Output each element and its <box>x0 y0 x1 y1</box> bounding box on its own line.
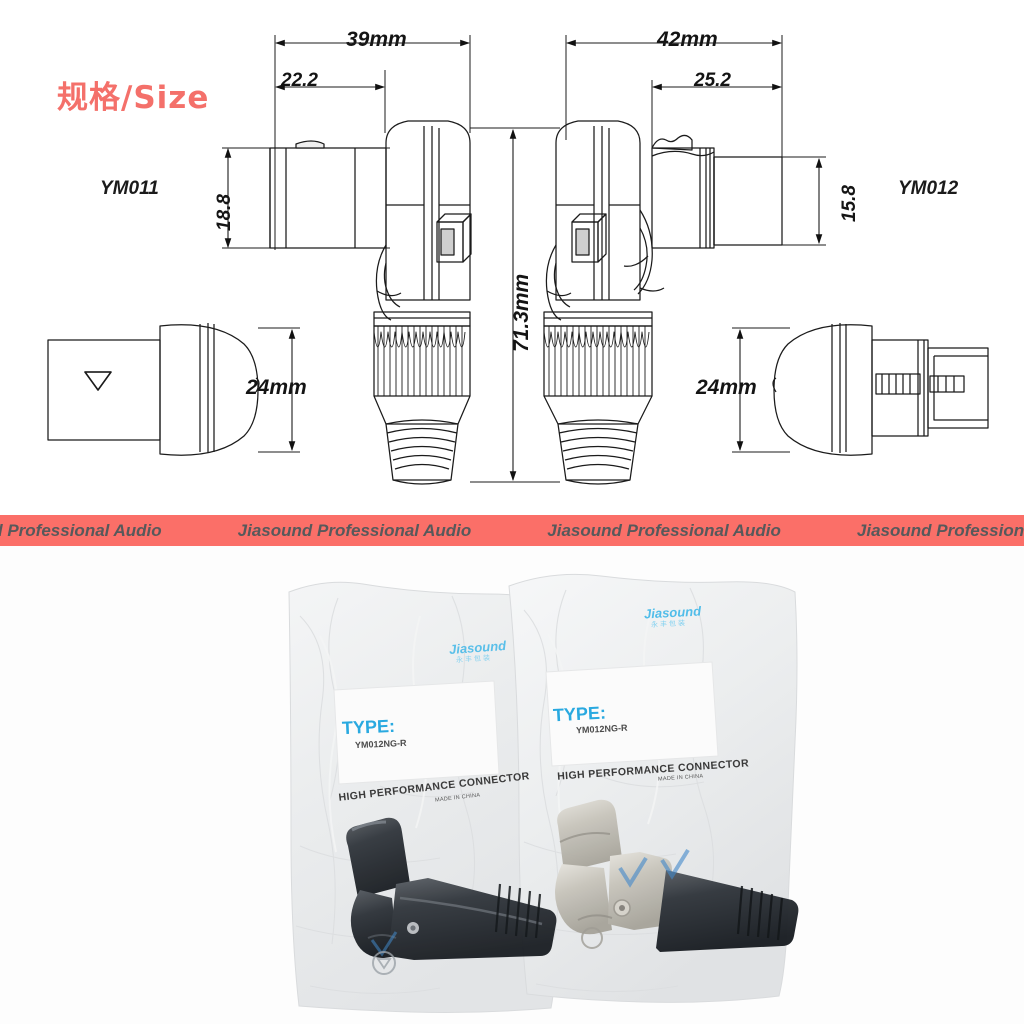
watermark-track: Jiasound Professional Audio Jiasound Pro… <box>0 521 1024 541</box>
part-label-left: YM011 <box>100 178 159 199</box>
watermark-text: Jiasound Professional Audio <box>856 520 1024 540</box>
watermark-banner: Jiasound Professional Audio Jiasound Pro… <box>0 515 1024 546</box>
watermark-text: Jiasound Professional Audio <box>547 520 781 540</box>
watermark-text: Jiasound Professional Audio <box>237 520 472 540</box>
technical-drawing <box>47 35 989 485</box>
packaging-photo <box>0 546 1024 1024</box>
watermark-text: Jiasound Professional Audio <box>0 520 162 540</box>
bag-left-type-label: TYPE: <box>341 715 396 739</box>
connector-black <box>346 817 557 975</box>
size-section-heading: 规格/Size <box>57 80 210 116</box>
part-label-right: YM012 <box>898 178 959 199</box>
size-spec-section: 规格/Size YM011 YM012 39mm 22.2 18.8 42mm … <box>47 28 989 485</box>
connector-nickel <box>555 799 799 952</box>
packaging-bag-right <box>508 573 798 1003</box>
bag-right-brand-cn: 永丰包装 <box>650 619 688 629</box>
bag-right-type-label: TYPE: <box>552 702 607 726</box>
